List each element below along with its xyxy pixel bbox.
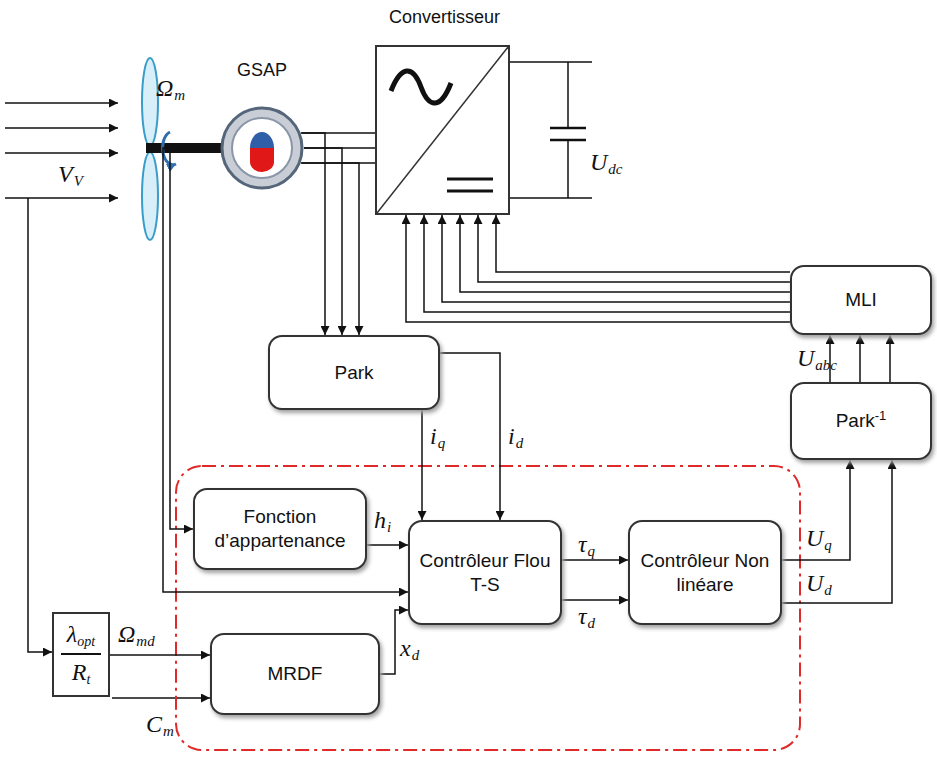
signal-wire bbox=[421, 410, 423, 520]
signal-subscript: i bbox=[387, 520, 391, 535]
inverse-park-box: Park-1 bbox=[790, 382, 932, 460]
signal-subscript: abc bbox=[815, 358, 837, 373]
signal-subscript: d bbox=[588, 616, 596, 631]
signal-name: Ω bbox=[118, 622, 135, 646]
signal-name: U bbox=[797, 346, 814, 370]
signal-wire bbox=[889, 335, 891, 382]
signal-wire bbox=[367, 544, 408, 546]
signal-subscript: m bbox=[174, 88, 185, 103]
fraction-denominator: Rt bbox=[72, 659, 91, 688]
signal-name: U bbox=[590, 150, 607, 174]
fraction-numerator: λopt bbox=[67, 621, 95, 650]
signal-name: C bbox=[146, 712, 162, 736]
math-symbol: R bbox=[72, 659, 87, 685]
signal-wire bbox=[424, 215, 790, 312]
park-box: Park bbox=[268, 335, 440, 410]
math-subscript: t bbox=[86, 672, 90, 687]
signal-name: i bbox=[508, 424, 515, 448]
signal-wire bbox=[170, 148, 220, 529]
capacitor bbox=[510, 62, 592, 198]
fraction-bar bbox=[61, 653, 101, 655]
signal-wire bbox=[110, 654, 210, 656]
box-label: MRDF bbox=[268, 662, 323, 686]
signal-wire bbox=[562, 599, 628, 601]
signal-subscript: dc bbox=[608, 162, 622, 177]
signal-wire bbox=[460, 215, 790, 292]
signal-subscript: m bbox=[163, 724, 174, 739]
box-label: Fonction d’appartenance bbox=[203, 505, 357, 553]
signal-wire bbox=[440, 353, 500, 520]
generator-symbol bbox=[220, 106, 304, 190]
ratio-box: λoptRt bbox=[52, 612, 110, 697]
converter-box: Convertisseur bbox=[375, 45, 510, 215]
generator-title: GSAP bbox=[237, 60, 287, 81]
signal-name: Ω bbox=[156, 76, 173, 100]
signal-subscript: q bbox=[438, 436, 446, 451]
signal-subscript: q bbox=[588, 544, 596, 559]
signal-subscript: q bbox=[824, 538, 832, 553]
box-label: Park bbox=[836, 411, 875, 432]
box-label: Park bbox=[334, 361, 373, 385]
wind-arrows bbox=[5, 103, 118, 198]
signal-wire bbox=[304, 148, 342, 335]
box-label: Contrôleur Flou T-S bbox=[418, 549, 552, 597]
reference-model-box: MRDF bbox=[210, 633, 380, 715]
nonlinear-controller-box: Contrôleur Non linéare bbox=[628, 520, 782, 625]
membership-box: Fonction d’appartenance bbox=[193, 488, 367, 570]
generator-circle: GSAP bbox=[220, 106, 304, 190]
signal-wire bbox=[562, 559, 628, 561]
pwm-box: MLI bbox=[790, 265, 932, 335]
signal-subscript: V bbox=[74, 174, 83, 189]
fuzzy-controller-box: Contrôleur Flou T-S bbox=[408, 520, 562, 625]
signal-wire bbox=[478, 215, 790, 282]
signal-wire bbox=[442, 215, 790, 302]
math-subscript: opt bbox=[77, 635, 95, 650]
signal-name: x bbox=[400, 636, 411, 660]
signal-name: τ bbox=[578, 532, 587, 556]
signal-subscript: md bbox=[136, 634, 154, 649]
signal-name: V bbox=[58, 162, 73, 186]
box-label: MLI bbox=[845, 288, 877, 312]
box-label-row: Park-1 bbox=[836, 408, 887, 433]
math-symbol: λ bbox=[67, 621, 77, 647]
signal-name: h bbox=[374, 508, 386, 532]
signal-name: U bbox=[806, 526, 823, 550]
control-region bbox=[176, 466, 800, 750]
wind-speed-wire bbox=[28, 198, 52, 652]
signal-name: τ bbox=[578, 604, 587, 628]
converter-symbol bbox=[377, 47, 508, 213]
signal-subscript: d bbox=[824, 583, 832, 598]
signal-wire bbox=[782, 460, 850, 560]
converter-title: Convertisseur bbox=[389, 7, 500, 28]
signal-wire bbox=[406, 215, 790, 322]
signal-subscript: d bbox=[516, 436, 524, 451]
torque-input-wire bbox=[112, 697, 210, 699]
superscript: -1 bbox=[875, 408, 887, 423]
signal-wire bbox=[496, 215, 790, 272]
signal-wire bbox=[301, 163, 359, 335]
signal-name: i bbox=[430, 424, 437, 448]
box-label: Contrôleur Non linéare bbox=[638, 549, 772, 597]
signal-subscript: d bbox=[412, 648, 420, 663]
signal-wire bbox=[782, 460, 892, 603]
signal-name: U bbox=[806, 571, 823, 595]
signal-wire bbox=[859, 335, 861, 382]
